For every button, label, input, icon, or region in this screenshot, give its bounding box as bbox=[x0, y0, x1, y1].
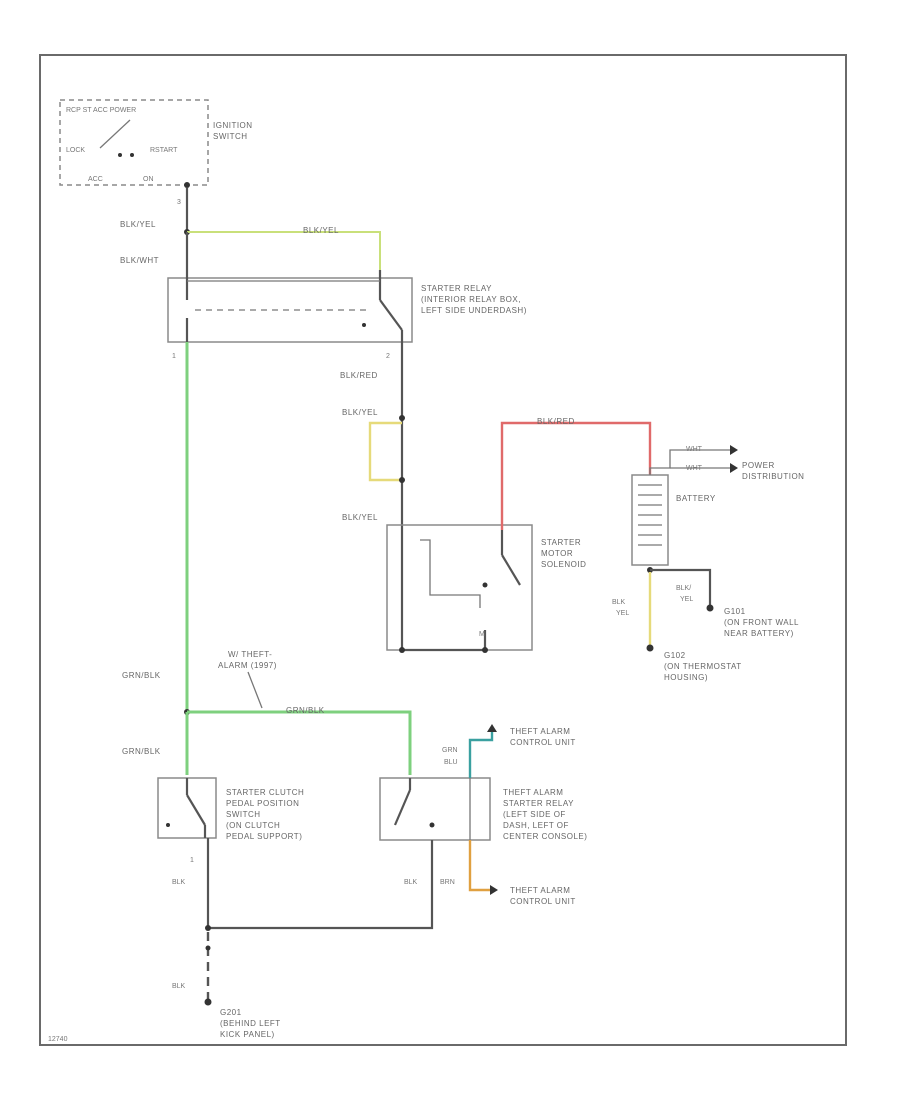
wire-label-yel-batt: YEL bbox=[616, 610, 629, 617]
starter-motor-label-2: MOTOR bbox=[541, 549, 573, 558]
ground-g101-label-1: G101 bbox=[724, 607, 746, 616]
wire-label-grn: GRN bbox=[442, 747, 458, 754]
wire-label-yel-batt-2: YEL bbox=[680, 596, 693, 603]
wire-label-grn-blk-run: GRN/BLK bbox=[286, 706, 325, 715]
ground-g102-label-2: (ON THERMOSTAT bbox=[664, 662, 742, 671]
theft-unit-bottom-label-2: CONTROL UNIT bbox=[510, 897, 576, 906]
theft-unit-bottom-label-1: THEFT ALARM bbox=[510, 886, 570, 895]
ground-g101-label-3: NEAR BATTERY) bbox=[724, 629, 794, 638]
clutch-label-1: STARTER CLUTCH bbox=[226, 788, 304, 797]
wire-label-blk-yel-top: BLK/YEL bbox=[120, 220, 156, 229]
ground-g101-label-2: (ON FRONT WALL bbox=[724, 618, 799, 627]
wire-label-blk-wht: BLK/WHT bbox=[120, 256, 159, 265]
theft-alarm-starter-relay: THEFT ALARM STARTER RELAY (LEFT SIDE OF … bbox=[379, 777, 587, 841]
ignition-on-label: ON bbox=[143, 176, 154, 183]
theft-unit-top-label-2: CONTROL UNIT bbox=[510, 738, 576, 747]
ignition-pin: 3 bbox=[177, 199, 181, 206]
starter-relay-label-1: STARTER RELAY bbox=[421, 284, 492, 293]
starter-motor-label-1: STARTER bbox=[541, 538, 581, 547]
ignition-lock-label: LOCK bbox=[66, 147, 85, 154]
wire-label-blk-yel-2: BLK/YEL bbox=[342, 408, 378, 417]
wire-label-blk-3: BLK bbox=[172, 983, 186, 990]
starter-relay: STARTER RELAY (INTERIOR RELAY BOX, LEFT … bbox=[167, 270, 527, 360]
battery-cells bbox=[638, 484, 662, 546]
starter-motor-label-3: SOLENOID bbox=[541, 560, 586, 569]
starter-relay-label-2: (INTERIOR RELAY BOX, bbox=[421, 295, 521, 304]
ground-g201-label-1: G201 bbox=[220, 1008, 242, 1017]
wire-label-blk-1: BLK bbox=[172, 879, 186, 886]
theft-relay-label-3: (LEFT SIDE OF bbox=[503, 810, 566, 819]
wire-label-grn-blk-1: GRN/BLK bbox=[122, 671, 161, 680]
wire-label-wht-1: WHT bbox=[686, 446, 703, 453]
power-arrow-2 bbox=[730, 463, 738, 473]
wire-label-blk-red-batt: BLK/RED bbox=[537, 417, 575, 426]
clutch-label-4: (ON CLUTCH bbox=[226, 821, 280, 830]
wire-label-blu: BLU bbox=[444, 759, 458, 766]
theft-relay-label-1: THEFT ALARM bbox=[503, 788, 563, 797]
ground-g102-label-1: G102 bbox=[664, 651, 686, 660]
power-distribution-label-2: DISTRIBUTION bbox=[742, 472, 804, 481]
clutch-switch: STARTER CLUTCH PEDAL POSITION SWITCH (ON… bbox=[157, 777, 304, 864]
starter-relay-pin-right: 2 bbox=[386, 353, 390, 360]
theft-unit-top-label-1: THEFT ALARM bbox=[510, 727, 570, 736]
theft-relay-label-4: DASH, LEFT OF bbox=[503, 821, 569, 830]
theft-relay-label-2: STARTER RELAY bbox=[503, 799, 574, 808]
wire-label-blk-batt-2: BLK/ bbox=[676, 585, 691, 592]
battery-label: BATTERY bbox=[676, 494, 716, 503]
clutch-label-5: PEDAL SUPPORT) bbox=[226, 832, 302, 841]
wire-label-blk-batt: BLK bbox=[612, 599, 626, 606]
theft-control-arrow-bottom bbox=[490, 885, 498, 895]
ignition-switch-label-1: IGNITION bbox=[213, 121, 253, 130]
ground-g201-label-2: (BEHIND LEFT bbox=[220, 1019, 281, 1028]
wire-label-wht-2: WHT bbox=[686, 465, 703, 472]
clutch-pin: 1 bbox=[190, 857, 194, 864]
power-arrow-1 bbox=[730, 445, 738, 455]
ignition-restart-label: RSTART bbox=[150, 147, 178, 154]
ignition-switch: RCP ST ACC POWER LOCK RSTART ACC ON IGNI… bbox=[59, 99, 253, 206]
wire-label-blk-yel-run: BLK/YEL bbox=[303, 226, 339, 235]
wire-label-blk-red-1: BLK/RED bbox=[340, 371, 378, 380]
battery: BATTERY WHT WHT POWER DISTRIBUTION bbox=[631, 445, 804, 566]
diagram-frame bbox=[39, 54, 847, 1046]
ground-g201-label-3: KICK PANEL) bbox=[220, 1030, 275, 1039]
theft-note-2: ALARM (1997) bbox=[218, 661, 277, 670]
theft-control-arrow-top bbox=[487, 724, 497, 732]
theft-note-1: W/ THEFT- bbox=[228, 650, 272, 659]
power-distribution-label-1: POWER bbox=[742, 461, 775, 470]
clutch-label-3: SWITCH bbox=[226, 810, 261, 819]
wire-label-blk-2: BLK bbox=[404, 879, 418, 886]
starter-motor: M STARTER MOTOR SOLENOID bbox=[386, 524, 586, 653]
clutch-label-2: PEDAL POSITION bbox=[226, 799, 299, 808]
wire-label-grn-blk-2: GRN/BLK bbox=[122, 747, 161, 756]
starter-relay-pin-left: 1 bbox=[172, 353, 176, 360]
starter-motor-m: M bbox=[479, 631, 485, 638]
starter-relay-label-3: LEFT SIDE UNDERDASH) bbox=[421, 306, 527, 315]
ground-g102-label-3: HOUSING) bbox=[664, 673, 708, 682]
ignition-acc-label: ACC bbox=[88, 176, 103, 183]
ignition-positions: RCP ST ACC POWER bbox=[66, 107, 136, 114]
theft-relay-label-5: CENTER CONSOLE) bbox=[503, 832, 587, 841]
ignition-switch-label-2: SWITCH bbox=[213, 132, 248, 141]
diagram-code: 12740 bbox=[48, 1036, 68, 1043]
wire-label-blk-yel-3: BLK/YEL bbox=[342, 513, 378, 522]
wire-label-brn: BRN bbox=[440, 879, 455, 886]
